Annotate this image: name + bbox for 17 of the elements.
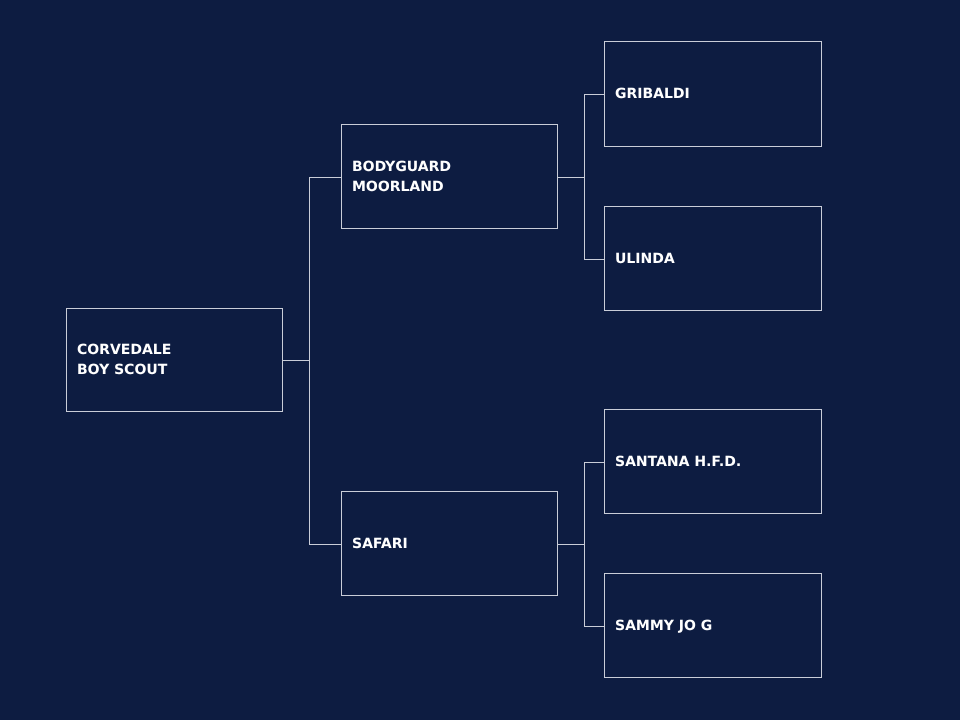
animal-name: SAFARI xyxy=(352,534,408,554)
animal-name: SAMMY JO G xyxy=(615,616,712,636)
animal-name: ULINDA xyxy=(615,250,675,268)
connector-line xyxy=(558,544,604,627)
animal-name: GRIBALDI xyxy=(615,85,690,104)
animal-name: BODYGUARD MOORLAND xyxy=(352,158,452,196)
root-box xyxy=(66,308,283,412)
parent-box xyxy=(341,491,558,596)
grandparent-box xyxy=(604,41,822,147)
grandparent-box xyxy=(604,206,822,311)
grandparent-box xyxy=(604,573,822,678)
connector-line xyxy=(282,360,342,545)
animal-name: SANTANA H.F.D. xyxy=(615,452,742,472)
animal-name: CORVEDALE BOY SCOUT xyxy=(77,341,172,380)
connector-line xyxy=(558,177,604,260)
grandparent-box xyxy=(604,409,822,514)
parent-box xyxy=(341,124,558,229)
